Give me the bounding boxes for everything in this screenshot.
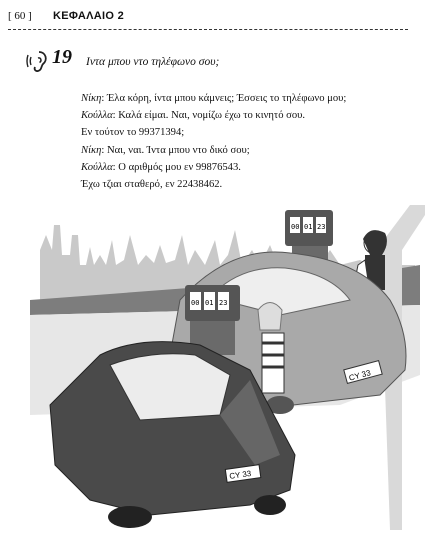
- lesson-title: Ιντα μπου ντο τηλέφωνο σου;: [86, 56, 220, 68]
- speaker: Κούλλα: [81, 161, 113, 173]
- pump-digit: 00: [191, 299, 199, 307]
- dialogue-text: Έχω τζιαι σταθερό, εν 22438462.: [81, 179, 223, 191]
- speaker: Νίκη: [81, 93, 102, 104]
- canopy-pillar: [380, 205, 425, 530]
- dialogue-text: : Ναι, ναι. Ίντα μπου ντο δικό σου;: [101, 144, 250, 156]
- dialogue-text: : Καλά είμαι. Ναι, νομίζω έχω το κινητό …: [112, 110, 306, 122]
- dialogue-text: Εν τούτον το 99371394;: [81, 127, 185, 139]
- pump-digit: 01: [205, 299, 213, 307]
- dialogue-line: Νίκη: Έλα κόρη, ίντα μπου κάμνεις; Έσσει…: [81, 90, 411, 107]
- header-rule: [8, 29, 408, 30]
- pump-digit: 23: [317, 223, 325, 231]
- gas-station-illustration: 00 01 23 CY 33 00 01 23: [30, 205, 425, 530]
- dialogue-text: : Έλα κόρη, ίντα μπου κάμνεις; Έσσεις το…: [101, 93, 347, 104]
- dialogue-line: Εν τούτον το 99371394;: [81, 124, 411, 141]
- dialogue-line: Κούλλα: Καλά είμαι. Ναι, νομίζω έχω το κ…: [81, 107, 411, 124]
- girl-with-phone: [257, 302, 285, 394]
- fuel-pump-front: 00 01 23: [185, 285, 240, 355]
- page-number: [ 60 ]: [8, 10, 32, 22]
- dialogue-line: Έχω τζιαι σταθερό, εν 22438462.: [81, 176, 411, 193]
- speaker: Κούλλα: [81, 110, 113, 122]
- speaker: Νίκη: [81, 144, 102, 156]
- dialogue-line: Κούλλα: Ο αριθμός μου εν 99876543.: [81, 159, 411, 176]
- attendant-woman: [355, 230, 387, 290]
- chapter-title: ΚΕΦΑΛΑΙΟ 2: [53, 10, 125, 22]
- dialogue-text: : Ο αριθμός μου εν 99876543.: [112, 161, 241, 173]
- lesson-heading: 19 Ιντα μπου ντο τηλέφωνο σου;: [24, 46, 404, 78]
- ear-audio-icon: [26, 51, 47, 72]
- license-plate-front: CY 33: [229, 469, 253, 481]
- page-header: [ 60 ] ΚΕΦΑΛΑΙΟ 2: [8, 10, 408, 32]
- dialogue-line: Νίκη: Ναι, ναι. Ίντα μπου ντο δικό σου;: [81, 142, 411, 159]
- car-front: CY 33: [49, 341, 296, 528]
- lesson-number: 19: [52, 46, 72, 68]
- pump-digit: 23: [219, 299, 227, 307]
- pump-digit: 00: [291, 223, 299, 231]
- pump-digit: 01: [304, 223, 312, 231]
- dialogue: Νίκη: Έλα κόρη, ίντα μπου κάμνεις; Έσσει…: [81, 90, 411, 193]
